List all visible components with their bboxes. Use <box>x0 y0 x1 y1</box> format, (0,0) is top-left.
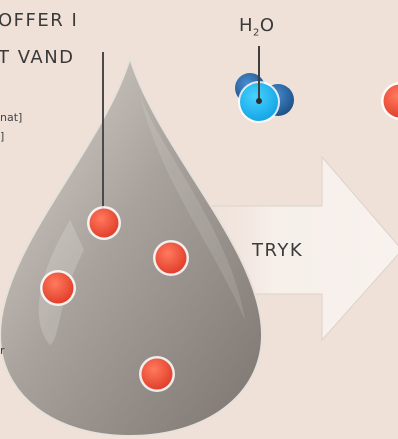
molecule-label: H2O <box>239 15 275 39</box>
title-line-1: OFFER I <box>0 10 79 31</box>
particle <box>153 240 189 276</box>
stray-char: r <box>0 344 5 357</box>
particle <box>40 270 76 306</box>
molecule-formula-o: O <box>259 15 275 36</box>
water-drop <box>0 54 264 438</box>
particle <box>87 206 121 240</box>
arrow-label: TRYK <box>252 240 304 261</box>
molecule-formula-h: H <box>239 15 254 36</box>
note-line-2: ] <box>0 130 5 143</box>
title-line-2: T VAND <box>0 47 75 68</box>
particle-right-edge <box>381 82 398 120</box>
note-line-1: nat] <box>0 111 23 124</box>
molecule-subscript: 2 <box>253 27 260 39</box>
particle <box>139 356 175 392</box>
water-molecule <box>235 46 294 123</box>
